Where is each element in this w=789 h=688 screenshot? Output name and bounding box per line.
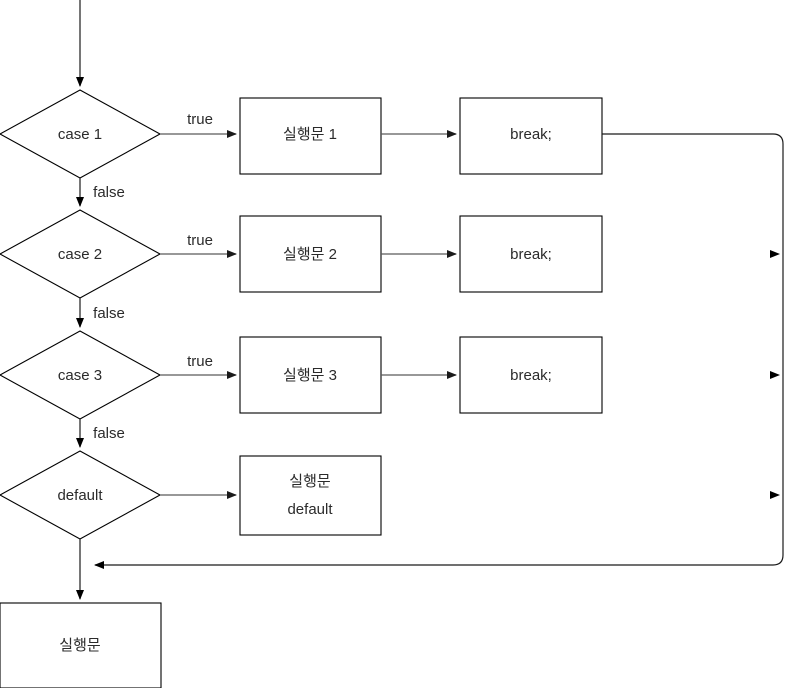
process-stmt-default-label-2: default <box>287 501 333 518</box>
process-break1[interactable] <box>459 97 603 175</box>
decision-case1-label: case 1 <box>58 126 102 143</box>
edge-break1-to-merge <box>94 133 784 569</box>
process-stmt2-label: 실행문 2 <box>283 246 337 263</box>
edge-label-true-2: true <box>187 232 213 249</box>
process-stmt3[interactable] <box>239 336 382 414</box>
edge-label-true-1: true <box>187 111 213 128</box>
process-stmt-default-label-1: 실행문 <box>289 473 331 490</box>
edge-label-false-1: false <box>93 184 125 201</box>
decision-case3-label: case 3 <box>58 367 102 384</box>
process-end-stmt[interactable] <box>0 602 162 688</box>
process-break2[interactable] <box>459 215 603 293</box>
decision-case2-label: case 2 <box>58 246 102 263</box>
process-break3-label: break; <box>510 367 552 384</box>
process-break1-label: break; <box>510 126 552 143</box>
process-stmt1-label: 실행문 1 <box>283 126 337 143</box>
process-break3[interactable] <box>459 336 603 414</box>
process-stmt1[interactable] <box>239 97 382 175</box>
edge-label-true-3: true <box>187 353 213 370</box>
process-stmt3-label: 실행문 3 <box>283 367 337 384</box>
process-end-stmt-label: 실행문 <box>59 637 101 654</box>
process-stmt2[interactable] <box>239 215 382 293</box>
decision-default-label: default <box>57 487 103 504</box>
process-stmt-default[interactable] <box>239 455 382 536</box>
process-break2-label: break; <box>510 246 552 263</box>
edge-label-false-2: false <box>93 305 125 322</box>
edge-label-false-3: false <box>93 425 125 442</box>
